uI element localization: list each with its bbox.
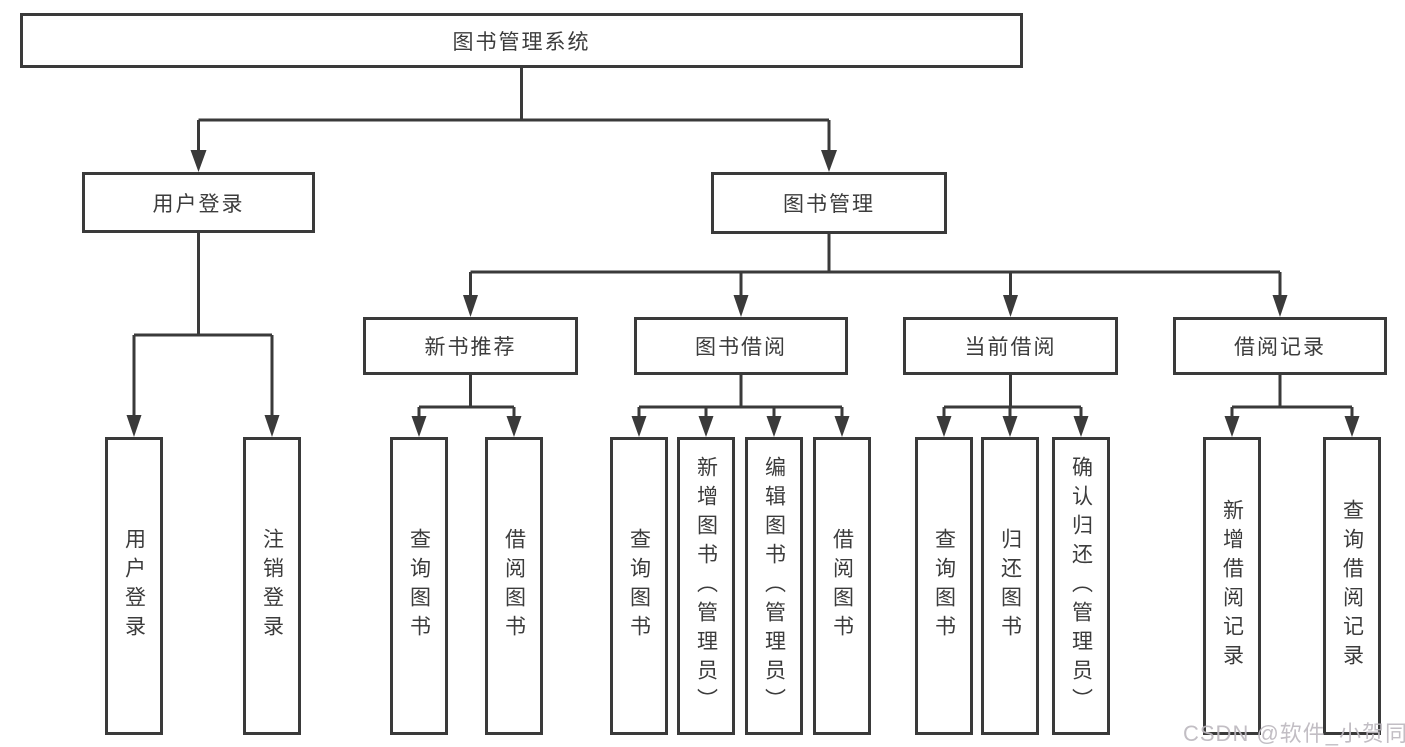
node-label: 图书管理系统 [452, 30, 591, 54]
node-label: 用户登录 [122, 528, 146, 644]
node-label: 新增借阅记录 [1220, 499, 1244, 673]
leaf-return-books: 归还图书 [981, 437, 1039, 735]
arrowhead [1344, 416, 1360, 437]
leaf-borrow-books: 借阅图书 [813, 437, 871, 735]
node-current-borrow: 当前借阅 [903, 317, 1118, 375]
node-book-management: 图书管理 [711, 172, 947, 234]
node-label: 借阅图书 [502, 528, 526, 644]
arrowhead [631, 416, 647, 437]
node-label: 确认归还（管理员） [1069, 455, 1093, 717]
node-label: 归还图书 [998, 528, 1022, 644]
leaf-logout: 注销登录 [243, 437, 301, 735]
node-book-management-system: 图书管理系统 [20, 13, 1023, 68]
leaf-user-login: 用户登录 [105, 437, 163, 735]
node-user-login: 用户登录 [82, 172, 315, 233]
arrowhead [766, 416, 782, 437]
node-label: 查询图书 [407, 528, 431, 644]
arrowhead [733, 295, 749, 317]
arrowhead [1224, 416, 1240, 437]
leaf-query-books-borrow: 查询图书 [610, 437, 668, 735]
arrowhead [264, 415, 280, 437]
node-label: 图书借阅 [695, 336, 787, 359]
node-label: 查询借阅记录 [1340, 499, 1364, 673]
leaf-confirm-return-admin: 确认归还（管理员） [1052, 437, 1110, 735]
node-label: 注销登录 [260, 528, 284, 644]
node-borrow-records: 借阅记录 [1173, 317, 1387, 375]
node-label: 编辑图书（管理员） [762, 455, 786, 717]
arrowhead [1272, 295, 1288, 317]
node-book-borrow: 图书借阅 [634, 317, 848, 375]
leaf-query-borrow-record: 查询借阅记录 [1323, 437, 1381, 735]
node-new-book-recommend: 新书推荐 [363, 317, 578, 375]
leaf-edit-books-admin: 编辑图书（管理员） [745, 437, 803, 735]
node-label: 查询图书 [932, 528, 956, 644]
arrowhead [126, 415, 142, 437]
node-label: 新书推荐 [424, 336, 517, 359]
arrowhead [190, 150, 207, 172]
arrowhead [821, 150, 837, 172]
arrowhead [506, 416, 522, 437]
arrowhead [463, 295, 478, 317]
node-label: 查询图书 [627, 528, 651, 644]
leaf-query-books-current: 查询图书 [915, 437, 973, 735]
arrowhead [1003, 295, 1018, 317]
arrowhead [1002, 416, 1018, 437]
arrowhead [698, 416, 714, 437]
node-label: 新增图书（管理员） [694, 455, 718, 717]
node-label: 当前借阅 [964, 336, 1057, 359]
watermark: CSDN @软件_小贺同学 [1183, 721, 1405, 746]
leaf-query-books-recommend: 查询图书 [390, 437, 448, 735]
leaf-add-books-admin: 新增图书（管理员） [677, 437, 735, 735]
arrowhead [936, 416, 952, 437]
node-label: 借阅记录 [1234, 336, 1326, 359]
arrowhead [834, 416, 850, 437]
node-label: 用户登录 [152, 192, 245, 216]
arrowhead [411, 416, 427, 437]
leaf-borrow-books-recommend: 借阅图书 [485, 437, 543, 735]
arrowhead [1073, 416, 1089, 437]
node-label: 借阅图书 [830, 528, 854, 644]
node-label: 图书管理 [783, 193, 875, 216]
leaf-add-borrow-record: 新增借阅记录 [1203, 437, 1261, 735]
